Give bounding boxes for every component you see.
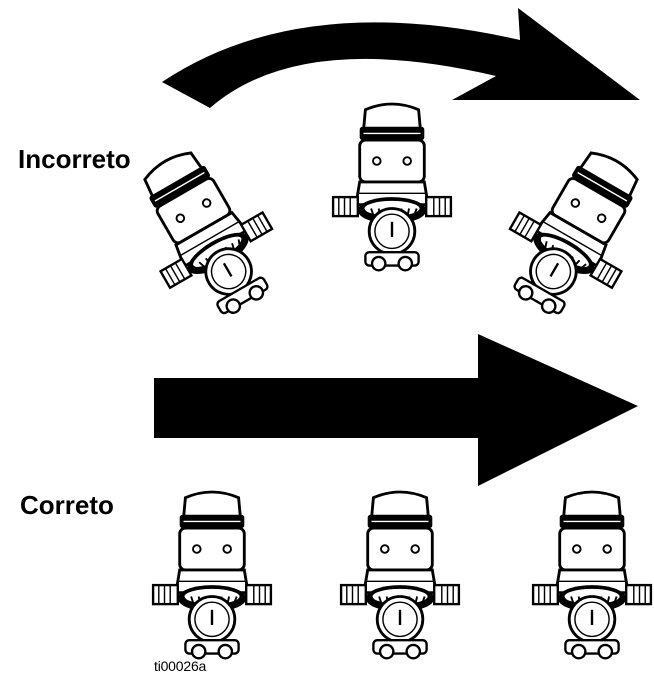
figure-id: ti00026a (154, 658, 207, 674)
gun-correct-left (151, 490, 273, 660)
straight-arrow (154, 334, 638, 486)
gun-correct-right (531, 490, 653, 660)
label-correct: Correto (20, 490, 114, 520)
gun-incorrect-right (481, 130, 654, 337)
gun-incorrect-left (112, 130, 301, 337)
gun-correct-center (339, 490, 461, 660)
label-incorrect: Incorreto (18, 144, 131, 174)
curved-arrow (162, 8, 640, 108)
gun-incorrect-center (331, 102, 453, 272)
